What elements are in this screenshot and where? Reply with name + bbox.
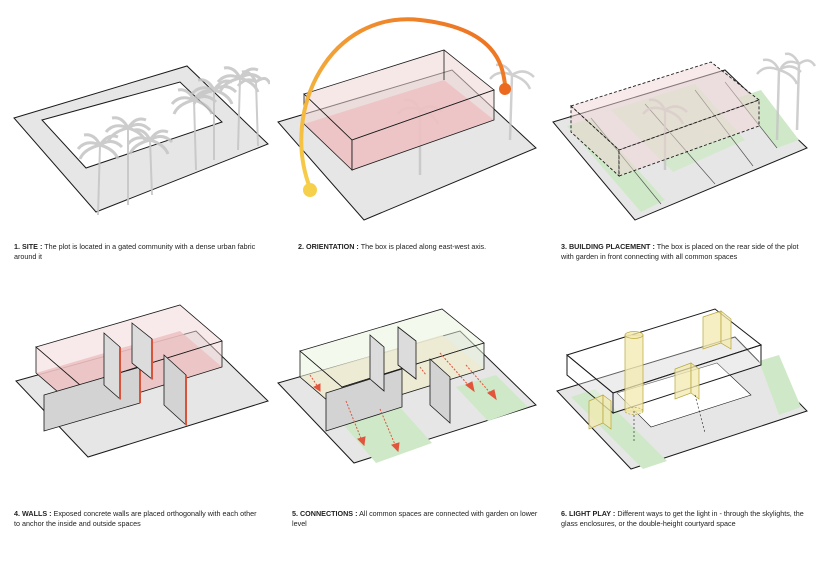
sun-icon (499, 83, 511, 95)
caption-title: 3. BUILDING PLACEMENT : (561, 242, 655, 251)
caption-text: Exposed concrete walls are placed orthog… (14, 509, 257, 528)
panel-lightplay: 6. LIGHT PLAY : Different ways to get th… (545, 283, 818, 566)
caption-title: 5. CONNECTIONS : (292, 509, 358, 518)
panel-placement: 3. BUILDING PLACEMENT : The box is place… (545, 0, 818, 280)
caption-text: The box is placed along east-west axis. (358, 242, 487, 251)
caption-text: The box is placed on the rear side of th… (561, 242, 799, 261)
concrete-walls (43, 322, 187, 432)
palm-tree-icon (76, 66, 270, 216)
arrow-icon (309, 352, 497, 453)
caption-text: All common spaces are connected with gar… (292, 509, 538, 528)
caption-text: Different ways to get the light in - thr… (561, 509, 804, 528)
building-box-dashed (570, 61, 760, 178)
building-box (303, 49, 495, 171)
lightplay-diagram (556, 308, 808, 470)
orientation-diagram (277, 17, 537, 221)
garden (342, 405, 432, 463)
caption-lightplay: 6. LIGHT PLAY : Different ways to get th… (561, 509, 811, 528)
caption-connections: 5. CONNECTIONS : All common spaces are c… (292, 509, 542, 528)
light-dashes (633, 394, 706, 441)
caption-title: 1. SITE : (14, 242, 43, 251)
caption-title: 6. LIGHT PLAY : (561, 509, 616, 518)
caption-title: 4. WALLS : (14, 509, 52, 518)
caption-walls: 4. WALLS : Exposed concrete walls are pl… (14, 509, 264, 528)
walls-diagram (15, 304, 269, 458)
sun-icon (303, 183, 317, 197)
garden (759, 355, 801, 415)
connections-diagram (277, 308, 537, 464)
caption-text: The plot is located in a gated community… (14, 242, 256, 261)
caption-placement: 3. BUILDING PLACEMENT : The box is place… (561, 242, 811, 261)
caption-site: 1. SITE : The plot is located in a gated… (14, 242, 264, 261)
cylinder-skylight-icon (624, 331, 644, 415)
panel-site: 1. SITE : The plot is located in a gated… (0, 0, 270, 280)
garden (456, 375, 528, 421)
panel-orientation: 2. ORIENTATION : The box is placed along… (270, 0, 545, 280)
glass-enclosure (588, 310, 732, 430)
site-diagram (13, 65, 270, 216)
panel-connections: 5. CONNECTIONS : All common spaces are c… (270, 283, 545, 566)
sun-path (299, 17, 508, 189)
panel-walls: 4. WALLS : Exposed concrete walls are pl… (0, 283, 270, 566)
placement-diagram (552, 52, 817, 221)
caption-title: 2. ORIENTATION : (298, 242, 359, 251)
concrete-walls (325, 326, 451, 432)
caption-orientation: 2. ORIENTATION : The box is placed along… (298, 242, 548, 252)
